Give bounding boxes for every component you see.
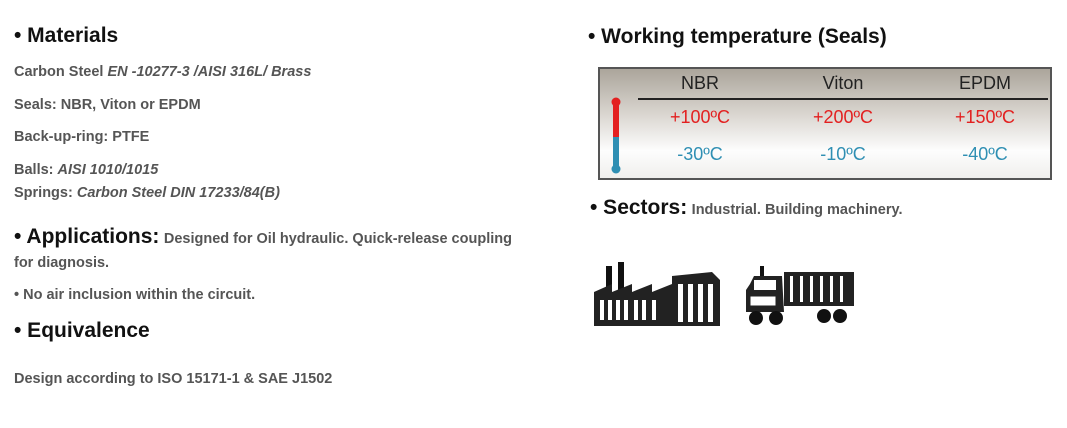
factory-icon (594, 262, 720, 326)
seals-line: Seals: NBR, Viton or EPDM (14, 97, 201, 113)
nbr-max: +100ºC (669, 107, 731, 127)
applications-bullet: • No air inclusion within the circuit. (14, 287, 256, 303)
thermometer-icon (611, 97, 621, 174)
backup-ring-line: Back-up-ring: PTFE (14, 129, 150, 145)
sectors-text: Industrial. Building machinery. (691, 202, 903, 218)
value: EN -10277-3 /AISI 316L/ Brass (107, 64, 312, 80)
applications-heading: • Applications: (14, 225, 160, 248)
equivalence-heading: • Equivalence (14, 319, 150, 342)
col-nbr: NBR (680, 73, 719, 93)
value: Carbon Steel DIN 17233/84(B) (76, 185, 280, 201)
equivalence-text: Design according to ISO 15171-1 & SAE J1… (14, 371, 333, 387)
value: AISI 1010/1015 (57, 162, 159, 178)
truck-icon (746, 266, 854, 325)
header-divider (638, 98, 1048, 100)
materials-line: Carbon Steel EN -10277-3 /AISI 316L/ Bra… (14, 64, 311, 80)
temperature-table: NBR Viton EPDM +100ºC +200ºC +150ºC -30º… (598, 67, 1052, 180)
viton-min: -10ºC (820, 144, 866, 164)
label: Springs: (14, 185, 73, 201)
col-epdm: EPDM (958, 73, 1011, 93)
sectors-heading: • Sectors: (590, 196, 688, 219)
applications-text-cont: for diagnosis. (14, 255, 110, 271)
viton-max: +200ºC (812, 107, 874, 127)
col-viton: Viton (822, 73, 864, 93)
sectors-line: • Sectors: Industrial. Building machiner… (590, 196, 903, 220)
applications-text: Designed for Oil hydraulic. Quick-releas… (163, 231, 512, 247)
epdm-min: -40ºC (962, 144, 1008, 164)
springs-line: Springs: Carbon Steel DIN 17233/84(B) (14, 185, 280, 201)
epdm-max: +150ºC (954, 107, 1016, 127)
balls-line: Balls: AISI 1010/1015 (14, 162, 158, 178)
temperature-heading: • Working temperature (Seals) (588, 25, 887, 48)
applications-line: • Applications: Designed for Oil hydraul… (14, 225, 512, 249)
nbr-min: -30ºC (677, 144, 723, 164)
materials-heading: • Materials (14, 24, 119, 47)
label: Carbon Steel (14, 64, 104, 80)
label: Balls: (14, 162, 54, 178)
